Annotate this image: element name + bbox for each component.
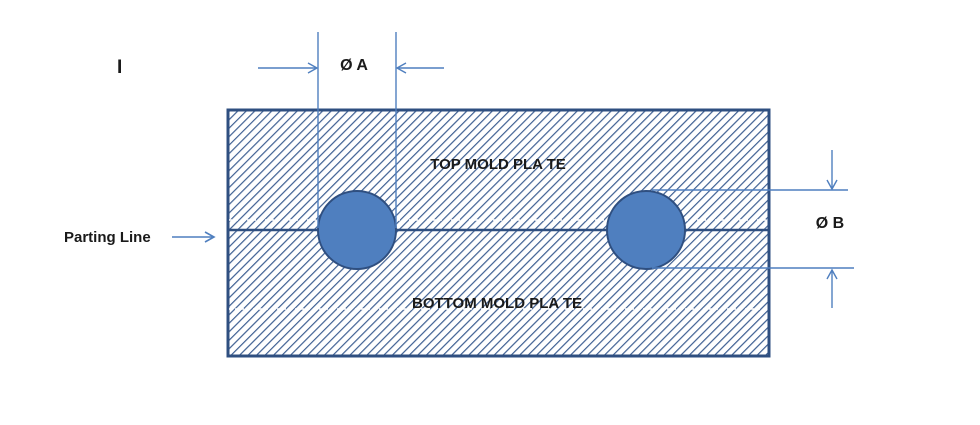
parting-line-arrow — [172, 231, 216, 243]
hole-right — [606, 190, 686, 270]
top-plate-label: TOP MOLD PLA TE — [430, 156, 566, 173]
parting-line-label: Parting Line — [64, 229, 151, 246]
hole-left — [317, 190, 397, 270]
mold-outline — [226, 108, 771, 358]
bottom-mold-plate — [228, 230, 769, 356]
cursor-mark: I — [117, 57, 122, 78]
dimension-a-label: Ø A — [340, 57, 368, 74]
dimension-b — [652, 150, 854, 308]
dimension-a — [258, 32, 444, 228]
bottom-plate-label: BOTTOM MOLD PLA TE — [412, 295, 582, 312]
dimension-b-label: Ø B — [816, 215, 844, 232]
mold-block — [226, 108, 771, 358]
